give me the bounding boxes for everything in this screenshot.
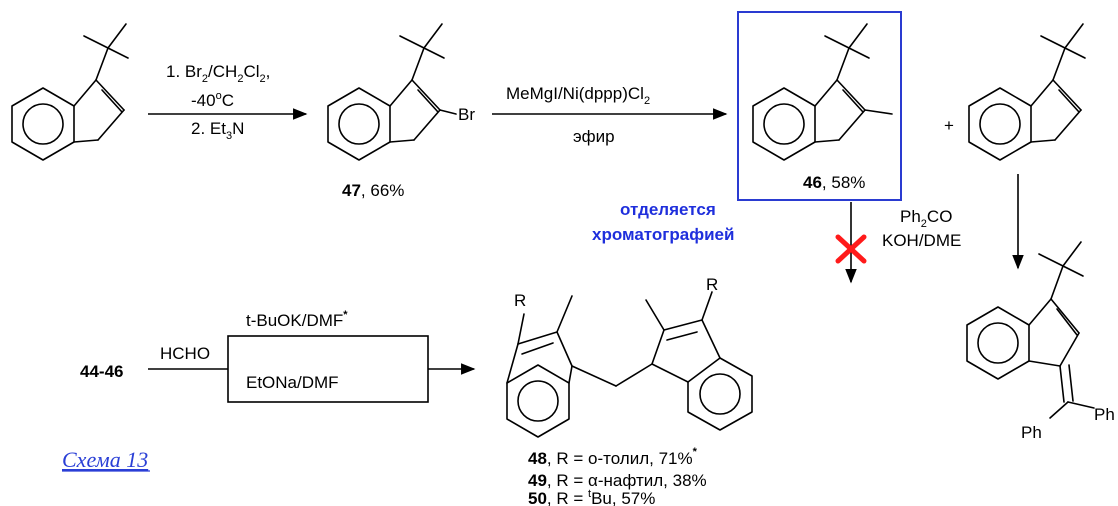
- substituent-r-left: R: [514, 291, 526, 310]
- step4-reagent: HCHO: [160, 344, 210, 363]
- compound-47-label: 47, 66%: [342, 181, 404, 200]
- step2-solvent: эфир: [573, 127, 615, 146]
- step1-condition-3: 2. Et3N: [191, 119, 244, 142]
- step3-reagent1: Ph2CO: [900, 207, 952, 230]
- molecule-46: [752, 23, 893, 161]
- molecule-47: [327, 23, 457, 161]
- result-48: 48, R = о-толил, 71%*: [528, 446, 698, 468]
- phenyl-right: Ph: [1094, 405, 1115, 424]
- molecule-diphenylfulvene: [966, 241, 1095, 419]
- compound-46-label: 46, 58%: [803, 173, 865, 192]
- step3-reagent2: KOH/DME: [882, 231, 961, 250]
- cross-mark-icon: [835, 234, 867, 264]
- step4-condition-bottom: EtONa/DMF: [246, 373, 339, 392]
- molecule-tbu-indene-byproduct: [968, 23, 1086, 161]
- highlight-box-46: [737, 11, 902, 201]
- substituent-br: Br: [458, 105, 475, 124]
- separation-note-line1: отделяется: [620, 200, 716, 219]
- phenyl-left: Ph: [1021, 423, 1042, 442]
- molecule-tbu-indene-start: [11, 23, 129, 161]
- step1-condition-1: 1. Br2/CH2Cl2,: [166, 62, 270, 85]
- step1-condition-2: -40oC: [191, 90, 234, 110]
- scheme-caption-link[interactable]: Схема 13: [62, 447, 148, 472]
- substituent-r-right: R: [706, 275, 718, 294]
- step4-condition-top: t-BuOK/DMF*: [246, 309, 348, 330]
- result-50: 50, R = tBu, 57%: [528, 488, 655, 506]
- plus-sign: +: [944, 116, 954, 135]
- separation-note-line2: хроматографией: [592, 225, 734, 244]
- starting-compounds-44-46: 44-46: [80, 362, 123, 381]
- molecule-bis-indenylmethane: [506, 291, 753, 438]
- condition-branch-box: [227, 335, 429, 403]
- result-49: 49, R = α-нафтил, 38%: [528, 471, 707, 490]
- step2-reagent: MeMgI/Ni(dppp)Cl2: [506, 84, 650, 107]
